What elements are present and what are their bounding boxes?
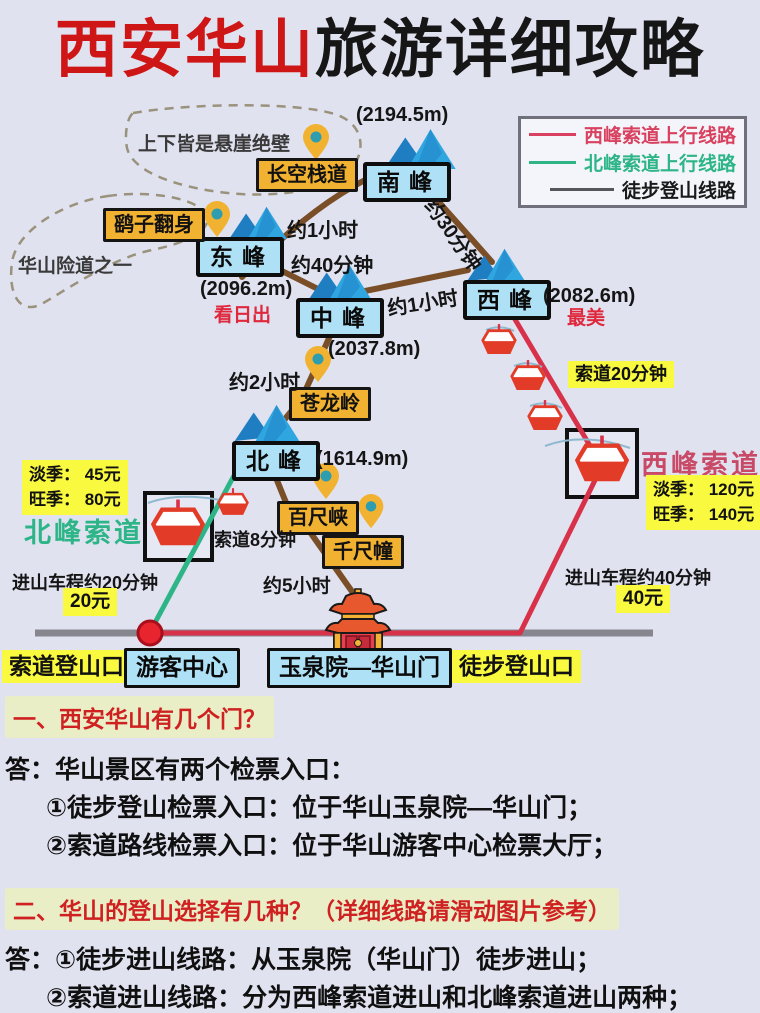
west-high-season: 旺季： 140元 [653, 504, 755, 524]
middle-peak-label: 中峰 [296, 298, 384, 339]
qa2-heading: 二、华山的登山选择有几种？（详细线路请滑动图片参考） [5, 888, 619, 930]
middle-peak-elevation: (2037.8m) [328, 338, 421, 360]
time-north-cable: 索道8分钟 [214, 530, 297, 550]
qa1-answer-line1: 答：华山景区有两个检票入口： [5, 756, 356, 784]
legend-label: 西峰索道上行线路 [583, 126, 736, 148]
time-gate-north: 约5小时 [263, 576, 331, 597]
east-peak-label: 东峰 [196, 237, 284, 278]
cable-car-icon [510, 360, 546, 390]
west-shuttle-info: 进山车程约40分钟 [565, 568, 712, 588]
page-title-black: 旅游详细攻略 [315, 15, 705, 85]
spot-changkong-plank-road: 长空栈道 [256, 158, 358, 192]
legend-row-west-cable: 西峰索道上行线路 [529, 121, 736, 148]
danger-note-perilous: 华山险道之一 [18, 256, 133, 277]
mountain-peak-icon [234, 404, 300, 441]
temple-gate-icon [324, 588, 392, 653]
qa2-answer-line1: 答：①徒步进山线路：从玉泉院（华山门）徒步进山； [5, 946, 602, 974]
mountain-icons [229, 129, 525, 441]
west-peak-note: 最美 [567, 308, 606, 329]
north-shuttle-info: 进山车程约20分钟 [12, 573, 159, 593]
time-middle-north: 约2小时 [229, 372, 301, 394]
legend-label: 徒步登山线路 [621, 180, 736, 202]
station-visitor-center: 游客中心 [124, 648, 240, 688]
north-cable-price-box: 淡季： 45元旺季： 80元 [22, 460, 128, 516]
west-low-season: 淡季： 120元 [653, 480, 755, 499]
south-peak-label: 南峰 [363, 162, 451, 203]
mountain-peak-icon [384, 129, 456, 169]
cable-car-icon [527, 400, 563, 430]
north-peak-label: 北峰 [232, 441, 320, 482]
cable-car-icon [150, 499, 206, 546]
gondola-icons [150, 324, 630, 546]
time-east-south: 约1小时 [287, 220, 359, 242]
danger-note-cliff: 上下皆是悬崖绝壁 [138, 134, 291, 155]
north-cableway-name: 北峰索道 [24, 518, 144, 548]
legend-line-gray [549, 187, 614, 191]
west-shuttle-fare: 40元 [616, 585, 671, 613]
cable-car-icon [481, 324, 517, 354]
north-peak-elevation: (1614.9m) [316, 448, 409, 470]
map-legend: 西峰索道上行线路 北峰索道上行线路 徒步登山线路 [518, 116, 747, 208]
mountain-peak-icon [229, 206, 287, 239]
north-shuttle-fare: 20元 [63, 588, 118, 616]
page-title-red: 西安华山 [55, 15, 315, 85]
location-pin-icon [303, 124, 329, 160]
north-low-season: 淡季： 45元 [29, 465, 121, 484]
red-junction-dot [136, 619, 164, 647]
legend-line-red [529, 133, 576, 137]
legend-row-north-cable: 北峰索道上行线路 [529, 149, 736, 176]
spot-qianchi-cliff: 千尺幢 [322, 535, 404, 569]
mountain-peak-icon [307, 264, 373, 301]
legend-row-hiking: 徒步登山线路 [529, 176, 736, 203]
south-peak-elevation: (2194.5m) [356, 104, 449, 126]
legend-label: 北峰索道上行线路 [583, 153, 736, 175]
north-high-season: 旺季： 80元 [29, 489, 121, 509]
west-peak-label: 西峰 [463, 280, 551, 321]
page-title: 西安华山旅游详细攻略 [0, 15, 760, 85]
cable-car-icon [574, 435, 630, 482]
qa2-answer-line2: ②索道进山线路：分为西峰索道进山和北峰索道进山两种； [46, 984, 693, 1012]
station-yuquan-gate: 玉泉院—华山门 [267, 648, 452, 688]
time-east-middle: 约40分钟 [291, 255, 374, 277]
east-peak-note: 看日出 [214, 305, 272, 326]
station-hiking-entrance: 徒步登山口 [452, 650, 581, 683]
west-peak-elevation: (2082.6m) [543, 285, 636, 307]
qa1-answer-line2: ①徒步登山检票入口：位于华山玉泉院—华山门； [46, 794, 593, 822]
qa1-answer-line3: ②索道路线检票入口：位于华山游客中心检票大厅； [46, 832, 618, 860]
qa1-heading: 一、西安华山有几个门？ [5, 696, 274, 738]
location-pin-icon [204, 201, 230, 237]
west-cable-price-box: 淡季： 120元旺季： 140元 [646, 475, 760, 531]
spot-canglong-ridge: 苍龙岭 [289, 387, 371, 421]
time-west-cable: 索道20分钟 [568, 361, 675, 388]
spot-yaozi-fanshen: 鹞子翻身 [103, 208, 205, 242]
location-pin-icon [358, 494, 384, 529]
station-cable-entrance: 索道登山口 [2, 650, 131, 683]
mountain-peak-icon [467, 248, 525, 281]
location-pin-icon [305, 346, 331, 382]
east-peak-elevation: (2096.2m) [200, 278, 293, 300]
legend-line-green [529, 160, 576, 164]
spot-baichi-gorge: 百尺峡 [277, 501, 359, 535]
danger-outline-left [9, 192, 209, 309]
cable-car-icon [217, 488, 249, 515]
